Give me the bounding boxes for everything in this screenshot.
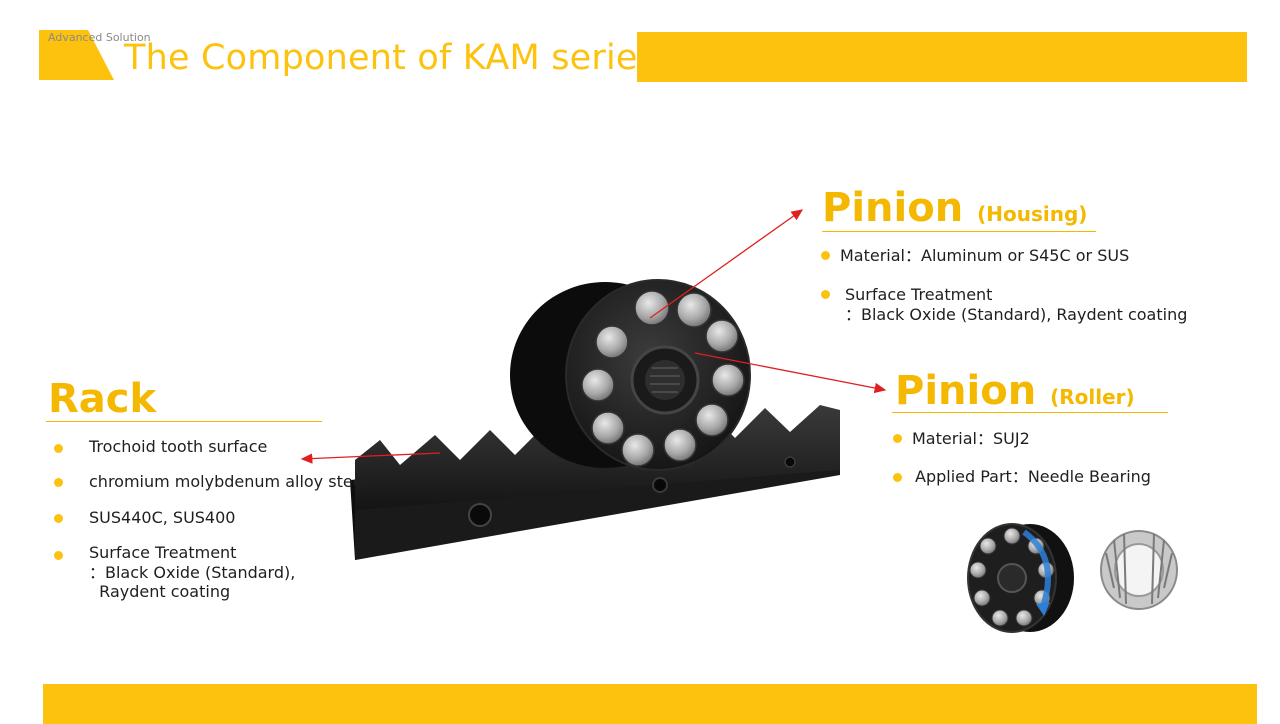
- brand-label: Advanced Solution: [48, 31, 151, 44]
- needle-bearing-thumbnail: [1100, 530, 1178, 610]
- pinion-roller-subtitle: (Roller): [1050, 385, 1135, 409]
- roller-pinion-thumbnail: [967, 523, 1074, 633]
- bullet-icon: [821, 251, 830, 260]
- footer-accent-bar: [43, 684, 1257, 724]
- pinion-housing-material: Material：Aluminum or S45C or SUS: [840, 246, 1130, 265]
- rack-title: Rack: [48, 376, 157, 422]
- rack-item-surface-detail-2: Raydent coating: [89, 582, 231, 601]
- page-title: The Component of KAM series: [124, 38, 657, 78]
- pinion-roller-applied-part: Applied Part：Needle Bearing: [915, 467, 1151, 486]
- bullet-icon: [54, 551, 63, 560]
- bullet-icon: [821, 290, 830, 299]
- bullet-icon: [893, 473, 902, 482]
- rack-item-surface: Surface Treatment: [89, 543, 237, 562]
- pinion-housing-surface: Surface Treatment: [845, 285, 993, 304]
- pinion-housing-title: Pinion (Housing): [822, 185, 1088, 231]
- bullet-icon: [54, 514, 63, 523]
- rack-item-grade: SUS440C, SUS400: [89, 508, 236, 527]
- rack-item-tooth: Trochoid tooth surface: [89, 437, 268, 456]
- rack-pinion-image: [350, 279, 840, 560]
- pinion-housing-surface-detail: ：Black Oxide (Standard), Raydent coating: [845, 305, 1188, 324]
- header-accent-bar: [637, 32, 1247, 82]
- pinion-roller-material: Material：SUJ2: [912, 429, 1030, 448]
- rack-underline: [46, 421, 322, 422]
- bullet-icon: [54, 444, 63, 453]
- rack-item-material: chromium molybdenum alloy steel: [89, 472, 367, 491]
- rack-item-surface-detail: ：Black Oxide (Standard),: [89, 563, 296, 582]
- pinion-roller-title: Pinion (Roller): [895, 368, 1135, 414]
- pinion-roller-underline: [892, 412, 1168, 413]
- pinion-housing-underline: [822, 231, 1096, 232]
- pinion-housing-subtitle: (Housing): [977, 202, 1088, 226]
- header-accent-shape: [39, 30, 114, 80]
- bullet-icon: [893, 434, 902, 443]
- bullet-icon: [54, 478, 63, 487]
